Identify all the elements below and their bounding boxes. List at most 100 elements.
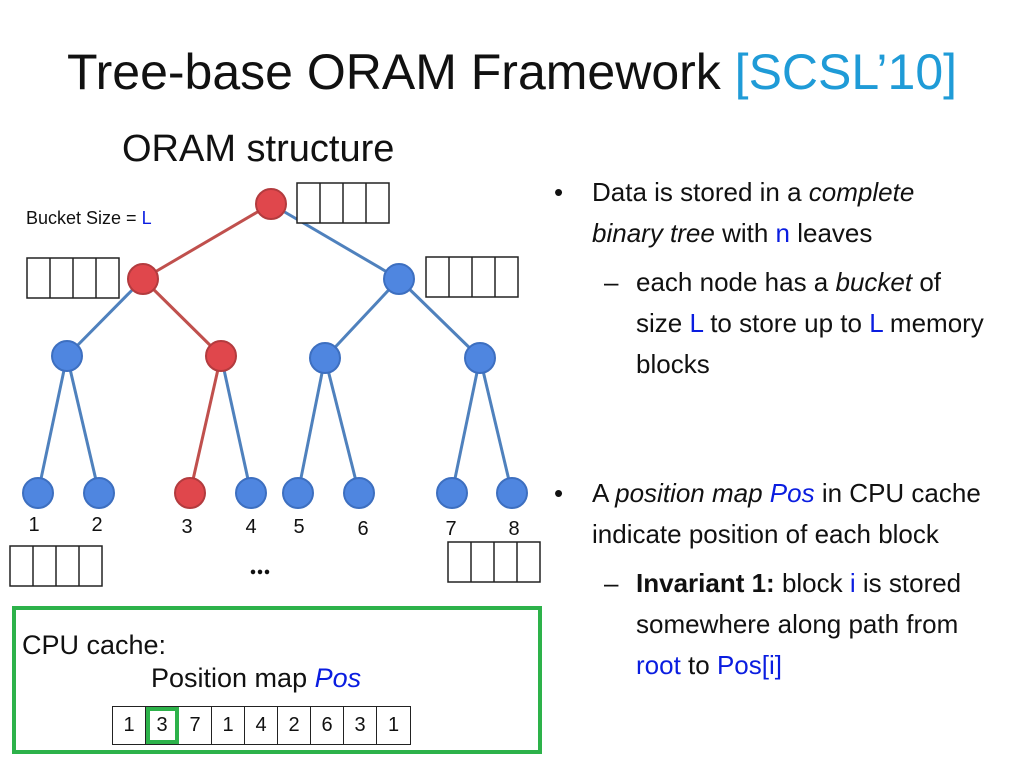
- title-text: Tree-base ORAM Framework: [66, 44, 735, 100]
- bullet-var: L: [689, 308, 703, 338]
- bullet-text: memory blocks: [636, 308, 984, 379]
- tree-edge: [323, 277, 401, 360]
- tree-edge: [270, 202, 400, 281]
- leaf-label: 1: [28, 514, 39, 536]
- bucket-leaf-8: [447, 541, 541, 583]
- bullet-text: in CPU cache indicate position of each b…: [592, 478, 981, 549]
- bucket-left: [26, 257, 120, 299]
- tree-edge: [478, 357, 514, 494]
- tree-node: [205, 340, 237, 372]
- position-map-cell: 3: [344, 707, 377, 744]
- bullet-var: n: [775, 218, 790, 248]
- bucket-right: [425, 256, 519, 298]
- leaf-node: [235, 477, 267, 509]
- bullet-item: • A position map Pos in CPU cache indica…: [548, 473, 988, 555]
- bullet-item: • Data is stored in a complete binary tr…: [548, 172, 988, 254]
- position-map-var: Pos: [314, 663, 362, 693]
- leaf-node: [174, 477, 206, 509]
- leaf-label: 8: [508, 518, 519, 540]
- tree-node: [383, 263, 415, 295]
- leaf-node: [22, 477, 54, 509]
- leaf-label: 5: [293, 516, 304, 538]
- tree-edge: [188, 355, 223, 494]
- leaf-label: 7: [445, 518, 456, 540]
- diagram-subtitle: ORAM structure: [122, 128, 395, 170]
- ellipsis: ...: [250, 550, 271, 581]
- position-map-cell: 1: [387, 714, 400, 736]
- tree-edge: [65, 277, 145, 358]
- bullet-emphasis: complete binary tree: [592, 177, 915, 248]
- bullet-var: root: [636, 650, 681, 680]
- bullet-text: block: [774, 568, 850, 598]
- tree-edge: [296, 357, 327, 494]
- bullet-bold: Invariant 1:: [636, 568, 775, 598]
- sub-bullet-item: – Invariant 1: block i is stored somewhe…: [548, 563, 988, 686]
- buckets: [9, 182, 541, 587]
- leaf-labels: 1 2 3 4 5 6 7 8: [28, 514, 519, 540]
- leaf-node: [282, 477, 314, 509]
- tree-edge: [141, 277, 223, 358]
- tree-edge: [219, 355, 253, 494]
- position-map-cell: 6: [311, 707, 344, 744]
- tree-edge: [36, 355, 69, 494]
- root-node: [255, 188, 287, 220]
- bullet-text: Data is stored in a: [592, 177, 809, 207]
- sub-bullet-item: – each node has a bucket of size L to st…: [548, 262, 988, 385]
- bullet-text: to: [680, 650, 717, 680]
- leaf-label: 2: [91, 514, 102, 536]
- position-map-cell: 2: [278, 707, 311, 744]
- bullet-dot: •: [554, 177, 564, 207]
- bullet-dash: –: [604, 267, 619, 297]
- position-map-cell: 3: [146, 707, 179, 744]
- position-map-text: Position map: [151, 663, 315, 693]
- bullet-list: • Data is stored in a complete binary tr…: [548, 172, 988, 686]
- tree-node: [464, 342, 496, 374]
- bullet-text: of size: [636, 267, 942, 338]
- bullet-text: is stored somewhere along path from: [636, 568, 962, 639]
- tree-edge: [142, 202, 272, 281]
- leaf-node: [436, 477, 468, 509]
- bullet-emphasis: bucket: [835, 267, 913, 297]
- bullet-text: to store up to: [702, 308, 870, 338]
- leaf-label: 4: [245, 516, 256, 538]
- cpu-cache-box: [12, 606, 542, 754]
- bucket-size-text: Bucket Size =: [26, 208, 142, 228]
- bullet-var: Pos[i]: [716, 650, 782, 680]
- bullet-var: Pos: [769, 478, 815, 508]
- tree-edge: [397, 277, 482, 360]
- tree-edges: [36, 202, 514, 494]
- leaf-label: 6: [357, 518, 368, 540]
- leaf-node: [496, 477, 528, 509]
- bullet-dash: –: [604, 568, 619, 598]
- leaf-node: [83, 477, 115, 509]
- leaf-label: 3: [181, 516, 192, 538]
- cpu-cache-label: CPU cache:: [22, 630, 167, 660]
- bullet-text: each node has a: [636, 267, 836, 297]
- tree-edge: [450, 357, 482, 494]
- tree-node: [309, 342, 341, 374]
- bucket-leaf-1: [9, 545, 103, 587]
- bullet-dot: •: [554, 478, 564, 508]
- bullet-text: leaves: [790, 218, 873, 248]
- bucket-size-label: Bucket Size = L: [26, 207, 152, 229]
- position-map-cell: 4: [245, 707, 278, 744]
- tree-edge: [323, 357, 361, 494]
- bucket-root: [296, 182, 390, 224]
- leaf-node: [343, 477, 375, 509]
- bullet-text: with: [714, 218, 776, 248]
- slide-title: Tree-base ORAM Framework [SCSL’10]: [0, 42, 1024, 102]
- bullet-text: A: [592, 478, 616, 508]
- tree-node: [51, 340, 83, 372]
- position-map-cell: 1: [212, 707, 245, 744]
- tree-nodes: [22, 188, 528, 509]
- bullet-emphasis: position map: [615, 478, 770, 508]
- bucket-size-var: L: [141, 208, 152, 228]
- bullet-var: L: [869, 308, 883, 338]
- bullet-var: i: [849, 568, 856, 598]
- tree-node: [127, 263, 159, 295]
- position-map-cell: 7: [179, 707, 212, 744]
- title-citation: [SCSL’10]: [734, 44, 958, 100]
- tree-edge: [65, 355, 101, 494]
